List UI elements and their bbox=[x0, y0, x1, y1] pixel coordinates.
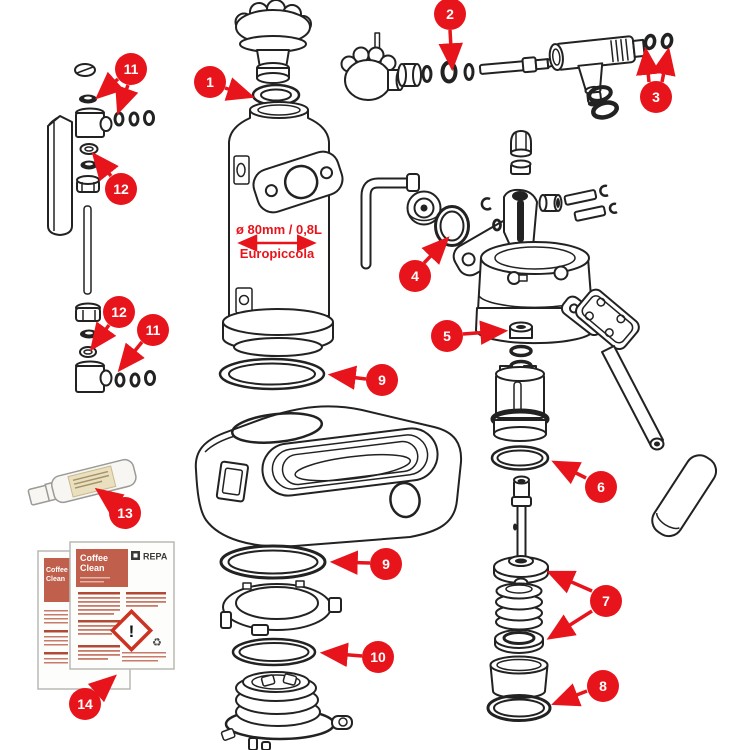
boiler-dimension-label: ø 80mm / 0,8L bbox=[236, 222, 322, 237]
sleeve-oring bbox=[490, 445, 550, 471]
hazard-diamond-icon: ! bbox=[109, 608, 154, 653]
svg-text:7: 7 bbox=[602, 593, 610, 609]
svg-text:1: 1 bbox=[206, 74, 214, 90]
piston-stack bbox=[486, 321, 552, 722]
sight-glass-cover-tube bbox=[47, 115, 73, 236]
svg-text:13: 13 bbox=[117, 505, 133, 521]
boiler-cap-knob bbox=[234, 0, 312, 84]
callout-5[interactable]: 5 bbox=[431, 320, 509, 352]
boiler-base-gasket bbox=[218, 357, 326, 391]
svg-text:9: 9 bbox=[382, 556, 390, 572]
callout-9[interactable]: 9 bbox=[327, 364, 398, 396]
callout-7[interactable]: 7 bbox=[546, 570, 622, 640]
lever-handle-grip bbox=[651, 454, 718, 538]
lever-clevis bbox=[575, 288, 640, 351]
coffee-clean-packets: Coffee Clean Coffee Clean REPA bbox=[37, 541, 175, 690]
callout-11[interactable]: 11 bbox=[95, 53, 147, 115]
group-head-assembly bbox=[452, 130, 618, 345]
sight-glass-oring-upper bbox=[79, 94, 97, 104]
callout-4[interactable]: 4 bbox=[399, 236, 450, 292]
repa-logo: REPA bbox=[131, 551, 168, 562]
svg-text:14: 14 bbox=[77, 696, 93, 712]
sight-glass-washer-lower bbox=[79, 346, 97, 358]
sight-glass-assembly bbox=[47, 63, 156, 393]
svg-text:4: 4 bbox=[411, 268, 419, 284]
piston-sleeve bbox=[490, 365, 550, 442]
svg-text:12: 12 bbox=[113, 181, 129, 197]
callout-3[interactable]: 3 bbox=[636, 46, 676, 113]
callout-13[interactable]: 13 bbox=[94, 487, 141, 529]
filter-cup bbox=[489, 655, 549, 699]
sight-glass-washer-upper bbox=[79, 143, 99, 155]
boiler-body bbox=[228, 109, 330, 317]
boiler-model-label: Europiccola bbox=[240, 246, 315, 261]
machine-base bbox=[194, 405, 463, 548]
piston-disc bbox=[406, 190, 442, 226]
piston-seal-stack bbox=[495, 582, 543, 631]
callout-10[interactable]: 10 bbox=[319, 641, 394, 673]
boiler-assembly: ø 80mm / 0,8L Europiccola bbox=[218, 0, 344, 391]
svg-text:!: ! bbox=[129, 622, 135, 641]
callout-14[interactable]: 14 bbox=[69, 674, 117, 720]
svg-text:8: 8 bbox=[599, 678, 607, 694]
callout-11[interactable]: 11 bbox=[117, 314, 169, 373]
svg-text:9: 9 bbox=[378, 372, 386, 388]
callout-8[interactable]: 8 bbox=[551, 670, 619, 707]
sight-glass-seal-rings-lower bbox=[114, 370, 156, 388]
base-switch-cutout bbox=[215, 460, 249, 503]
svg-text:10: 10 bbox=[370, 649, 386, 665]
steam-valve-assembly bbox=[340, 32, 674, 120]
steam-valve-orings bbox=[643, 32, 674, 51]
callout-12[interactable]: 12 bbox=[89, 296, 135, 352]
callout-9[interactable]: 9 bbox=[329, 548, 402, 580]
sight-glass-tube bbox=[83, 205, 92, 295]
svg-text:11: 11 bbox=[124, 61, 139, 77]
svg-text:5: 5 bbox=[443, 328, 451, 344]
base-gasket bbox=[219, 544, 327, 580]
base-drip-tray bbox=[261, 427, 439, 497]
packet-front: Coffee Clean REPA ! bbox=[69, 541, 175, 670]
svg-text:2: 2 bbox=[446, 6, 454, 22]
cup-oring bbox=[486, 694, 552, 722]
svg-text:Coffee: Coffee bbox=[46, 567, 68, 574]
svg-text:11: 11 bbox=[146, 322, 161, 338]
piston-rod bbox=[493, 475, 549, 589]
lock-ring-gasket bbox=[231, 637, 317, 667]
callout-1[interactable]: 1 bbox=[194, 66, 256, 101]
locking-ring bbox=[220, 580, 342, 636]
lever-rod bbox=[601, 345, 664, 447]
sight-glass-seal-rings-upper bbox=[113, 110, 155, 127]
svg-text:12: 12 bbox=[111, 304, 127, 320]
group-gasket bbox=[434, 205, 470, 247]
recycle-icon: ♻ bbox=[152, 637, 162, 649]
steam-valve-knob bbox=[340, 46, 405, 101]
lubricant-tube bbox=[27, 458, 137, 506]
steam-pipe bbox=[360, 173, 420, 270]
boiler-flange bbox=[252, 150, 344, 214]
heating-element bbox=[220, 671, 353, 750]
svg-text:Coffee: Coffee bbox=[80, 553, 108, 563]
callout-6[interactable]: 6 bbox=[551, 460, 617, 503]
piston-gasket bbox=[494, 629, 544, 654]
callout-2[interactable]: 2 bbox=[434, 0, 466, 72]
valve-bushing bbox=[509, 321, 533, 339]
svg-text:3: 3 bbox=[652, 89, 660, 105]
callout-12[interactable]: 12 bbox=[91, 151, 137, 205]
base-round-hole bbox=[389, 481, 421, 519]
svg-text:REPA: REPA bbox=[143, 552, 168, 562]
svg-text:6: 6 bbox=[597, 479, 605, 495]
svg-text:Clean: Clean bbox=[80, 563, 105, 573]
svg-text:Clean: Clean bbox=[46, 576, 65, 583]
lever-assembly bbox=[575, 288, 718, 538]
steam-valve-stem bbox=[478, 56, 559, 75]
